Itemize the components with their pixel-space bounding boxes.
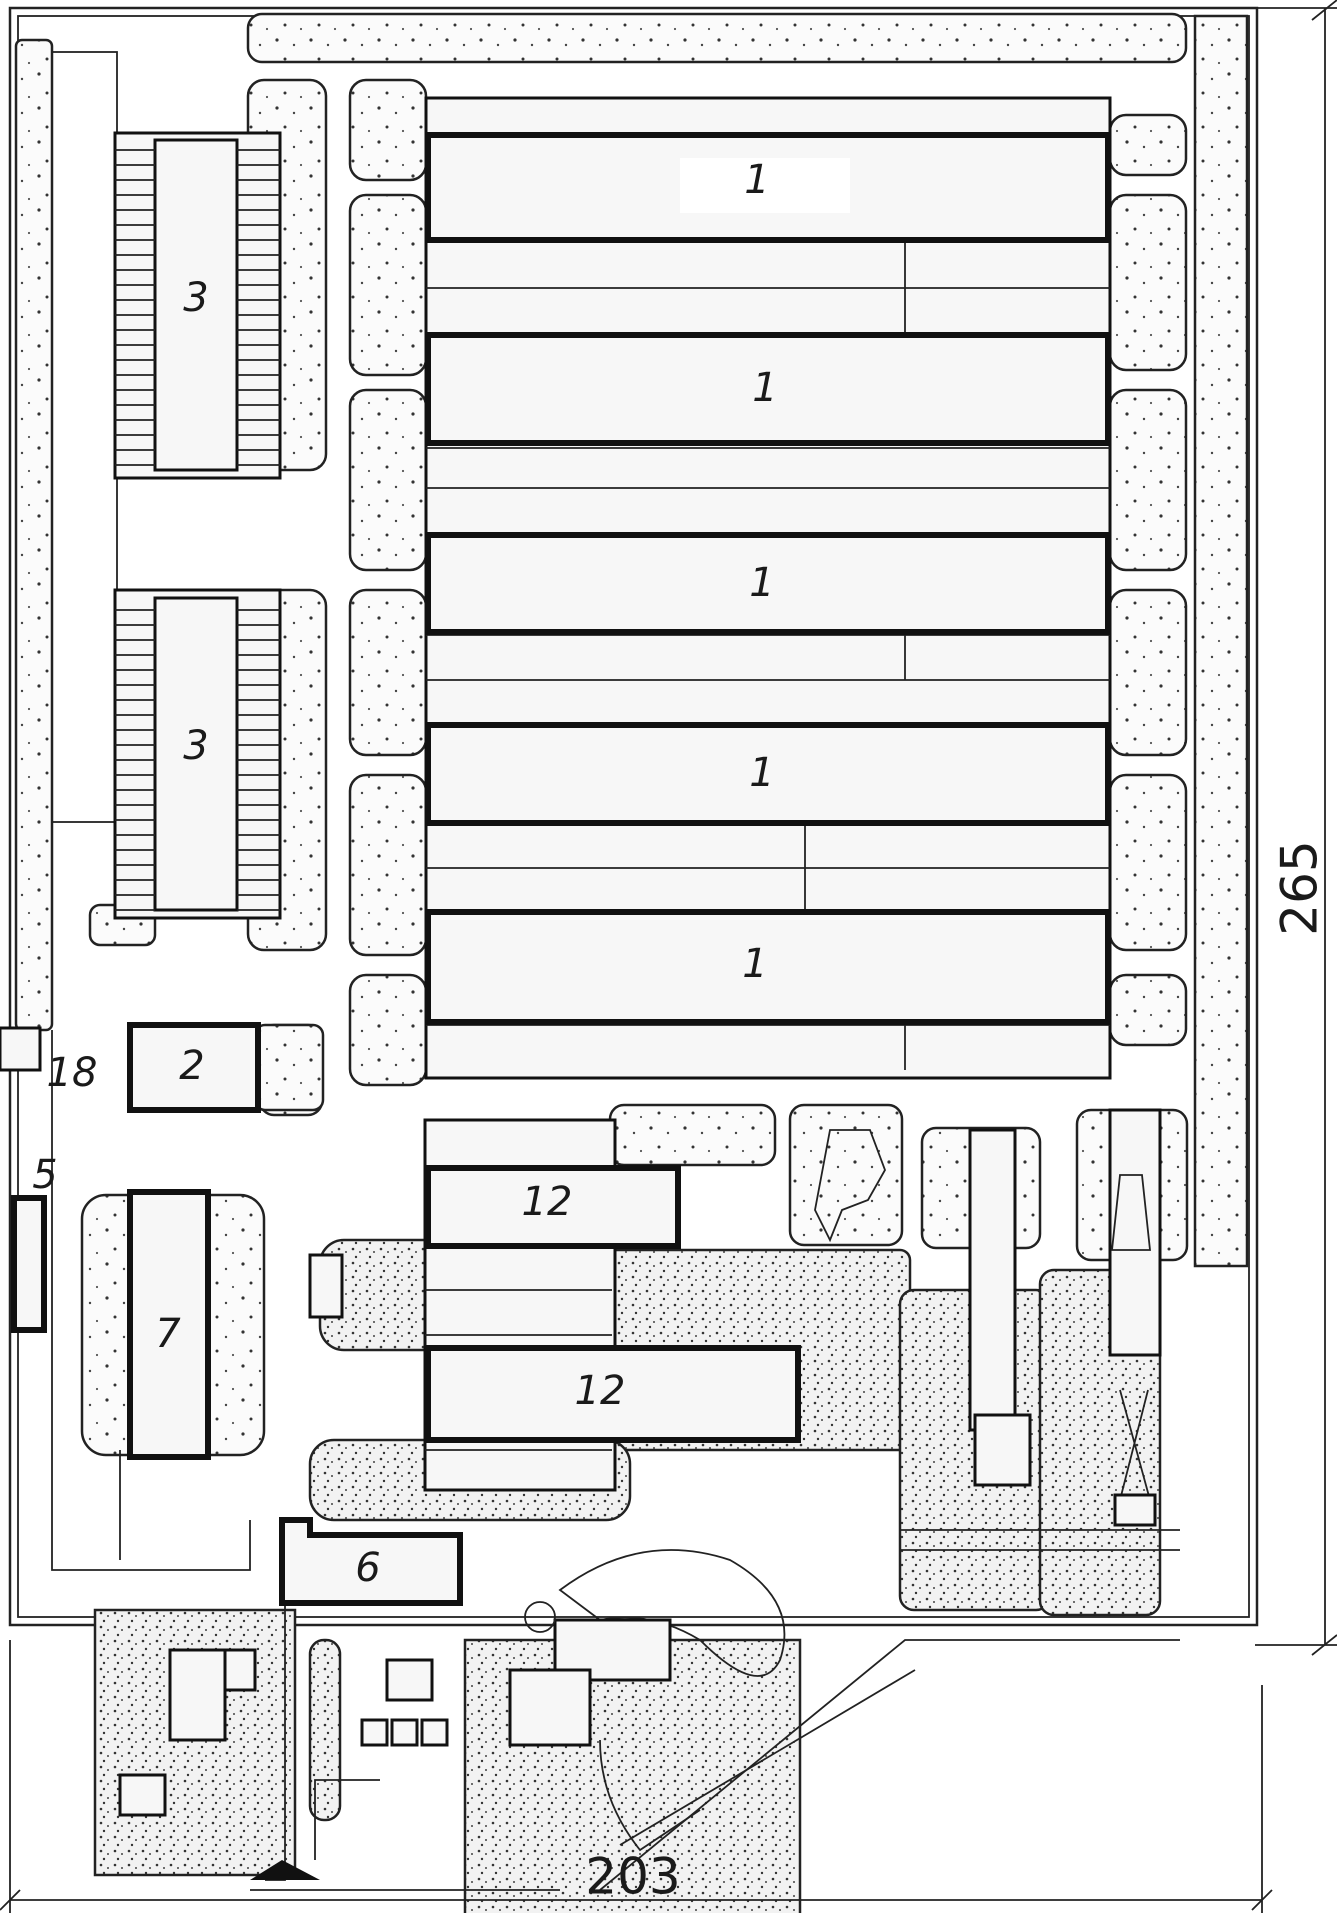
building-3b-label: 3 bbox=[183, 723, 208, 769]
dimension-height-label: 265 bbox=[1271, 840, 1329, 935]
building-3b: 3 bbox=[113, 588, 282, 920]
dimension-width-label: 203 bbox=[585, 1848, 680, 1906]
building-1c: 1 bbox=[425, 532, 1111, 635]
building-1d: 1 bbox=[425, 722, 1111, 826]
building-5-label: 5 bbox=[32, 1152, 57, 1198]
building-1c-label: 1 bbox=[749, 560, 774, 606]
building-3a-label: 3 bbox=[183, 275, 208, 321]
building-5: 5 bbox=[11, 1152, 58, 1333]
building-18-label: 18 bbox=[47, 1050, 98, 1096]
building-3a: 3 bbox=[113, 131, 282, 480]
building-1a: 1 bbox=[425, 132, 1111, 243]
building-2: 2 bbox=[127, 1022, 325, 1113]
building-18: 18 bbox=[0, 1026, 98, 1096]
building-12a-label: 12 bbox=[522, 1179, 573, 1225]
building-12a: 12 bbox=[425, 1165, 681, 1249]
east-structures bbox=[814, 1108, 1162, 1527]
building-7-label: 7 bbox=[155, 1311, 181, 1357]
building-1d-label: 1 bbox=[749, 750, 774, 796]
building-2-label: 2 bbox=[179, 1043, 204, 1089]
building-1a-label: 1 bbox=[744, 157, 769, 203]
building-12b: 12 bbox=[425, 1345, 801, 1443]
dimension-height: 265 bbox=[1255, 0, 1337, 1656]
building-6: 6 bbox=[279, 1517, 463, 1606]
building-7: 7 bbox=[127, 1189, 211, 1460]
south-pavilion bbox=[118, 1549, 786, 1880]
building-1b: 1 bbox=[425, 332, 1111, 446]
building-1e: 1 bbox=[425, 909, 1111, 1025]
building-1b-label: 1 bbox=[752, 365, 777, 411]
building-1e-label: 1 bbox=[742, 941, 767, 987]
building-12b-label: 12 bbox=[575, 1368, 626, 1414]
building-6-label: 6 bbox=[355, 1545, 380, 1591]
dimension-width: 203 bbox=[0, 1640, 1273, 1913]
